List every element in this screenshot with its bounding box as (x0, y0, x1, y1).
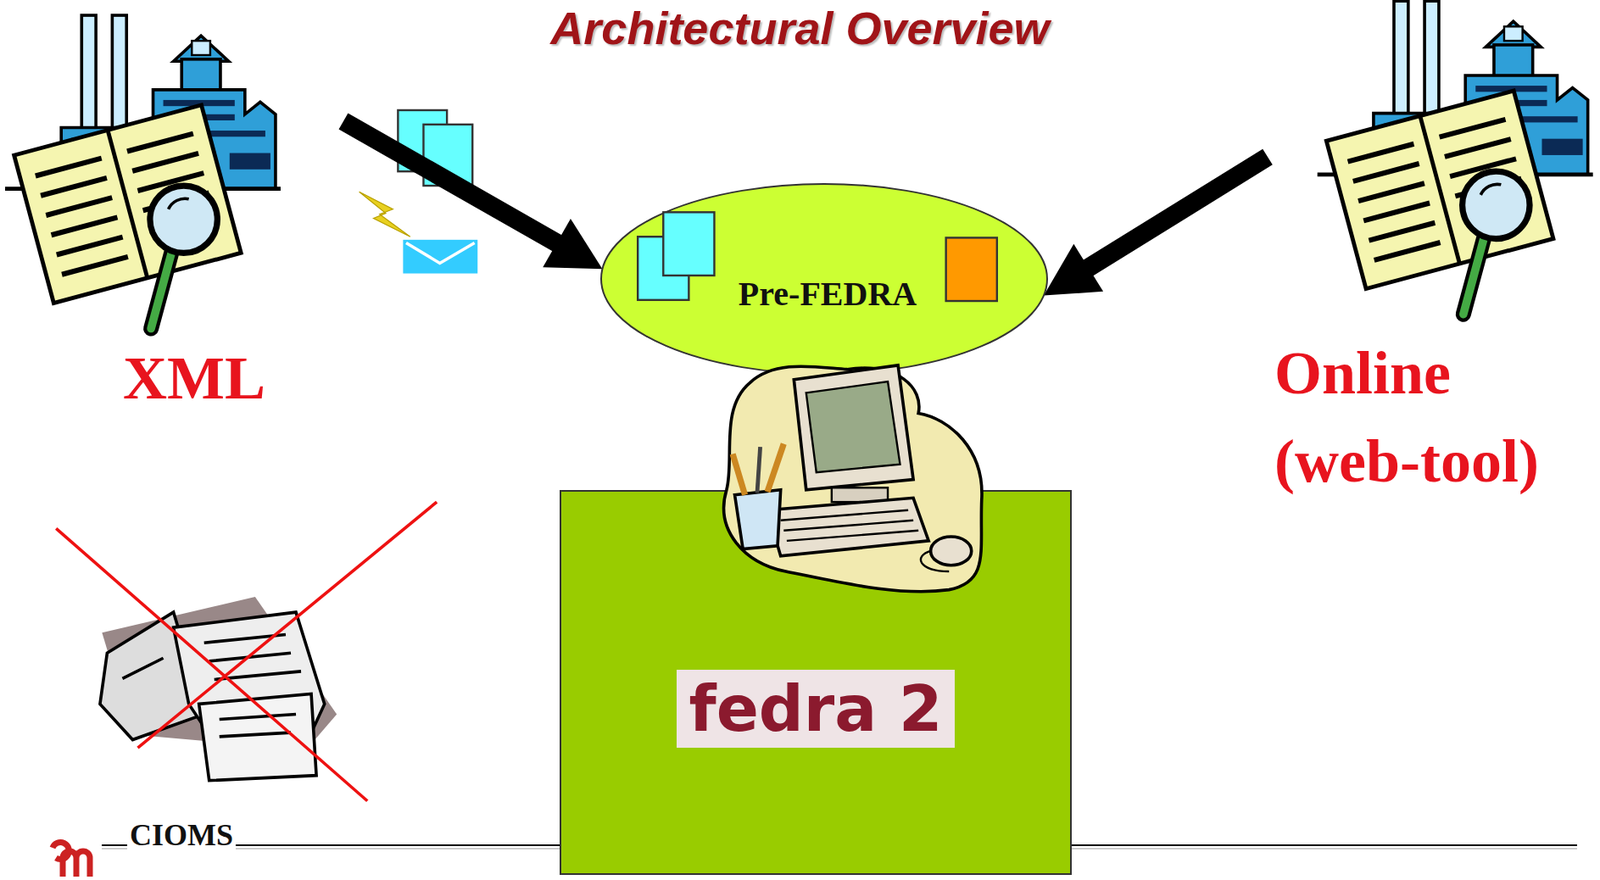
flow-arrow (343, 121, 603, 269)
node-label: Online (web-tool) (1274, 328, 1592, 506)
flow-arrow (1043, 156, 1268, 296)
factory-icon (1317, 0, 1594, 314)
agency-logo (52, 842, 90, 877)
crossed-out-label: CIOMS (127, 818, 236, 853)
source-system: XML (4, 8, 344, 416)
node-label: fedra 2 (676, 669, 954, 748)
staging-ellipse: Pre-FEDRA (599, 182, 1049, 376)
slide-title: Architectural Overview (0, 1, 1600, 55)
database-box: fedra 2 (559, 490, 1072, 876)
node-label: XML (122, 343, 335, 414)
node-label: Pre-FEDRA (738, 273, 917, 314)
cioms-paper (55, 501, 437, 802)
factory-icon (5, 15, 281, 329)
source-system: Online (web-tool) (1267, 4, 1597, 497)
